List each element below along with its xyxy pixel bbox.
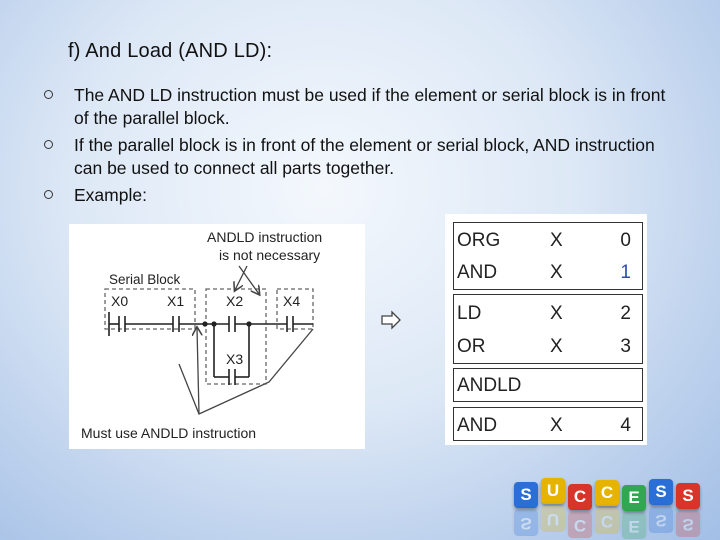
bullet-text: If the parallel block is in front of the… <box>74 135 655 178</box>
instruction-group-box <box>453 294 643 364</box>
instruction-op: AND <box>457 415 498 436</box>
logo-letter-tile: C <box>595 480 619 506</box>
logo-letter-reflection: S <box>649 507 673 533</box>
ladder-diagram: ANDLD instruction is not necessary Seria… <box>69 224 365 449</box>
instruction-op: OR <box>457 336 486 357</box>
instruction-list: ORG X 0 AND X 1 LD X 2 OR X 3 ANDLD AND … <box>445 214 647 445</box>
logo-letter-tile: S <box>649 479 673 505</box>
instruction-device: X <box>550 415 563 436</box>
bullet-item: Example: <box>44 184 684 207</box>
instruction-group-box <box>453 222 643 290</box>
logo-letter-tile: S <box>514 482 538 508</box>
instruction-number: 2 <box>620 303 631 324</box>
instruction-device: X <box>550 262 563 283</box>
logo-letter-reflection: C <box>595 508 619 534</box>
instruction-number: 1 <box>620 262 631 283</box>
bullet-text: The AND LD instruction must be used if t… <box>74 85 666 128</box>
slide-title: f) And Load (AND LD): <box>68 40 273 62</box>
serial-block-box <box>104 288 196 330</box>
circle-bullet-icon <box>44 90 53 99</box>
logo-letter-tile: E <box>622 485 646 511</box>
logo-letter-reflection: C <box>568 512 592 538</box>
ladder-diagram-svg: ANDLD instruction is not necessary Seria… <box>81 229 322 441</box>
contact-label-x1: X1 <box>167 293 184 309</box>
contact-label-x2: X2 <box>226 293 243 309</box>
note-top-line2: is not necessary <box>219 247 320 263</box>
logo-letter-reflection: E <box>622 513 646 539</box>
bullet-item: The AND LD instruction must be used if t… <box>44 84 684 130</box>
circle-bullet-icon <box>44 140 53 149</box>
logo-letter-reflection: S <box>514 510 538 536</box>
hollow-right-arrow-icon <box>380 309 402 331</box>
x4-block-box <box>276 288 314 330</box>
circle-bullet-icon <box>44 190 53 199</box>
bullet-text: Example: <box>74 185 147 205</box>
instruction-number: 0 <box>620 230 631 251</box>
contact-label-x4: X4 <box>283 293 300 309</box>
instruction-number: 4 <box>620 415 631 436</box>
contact-label-x3: X3 <box>226 351 243 367</box>
logo-letter-reflection: U <box>541 506 565 532</box>
note-top-line1: ANDLD instruction <box>207 229 322 245</box>
logo-letter-tile: C <box>568 484 592 510</box>
instruction-group-box <box>453 407 643 441</box>
instruction-device: X <box>550 336 563 357</box>
note-bottom: Must use ANDLD instruction <box>81 425 256 441</box>
instruction-op: AND <box>457 262 498 283</box>
bullet-item: If the parallel block is in front of the… <box>44 134 684 180</box>
logo-letter-tile: U <box>541 478 565 504</box>
logo-letter-tile: S <box>676 483 700 509</box>
instruction-device: X <box>550 303 563 324</box>
instruction-op: ORG <box>457 230 501 251</box>
instruction-number: 3 <box>620 336 631 357</box>
contact-label-x0: X0 <box>111 293 128 309</box>
instruction-group-box <box>453 368 643 402</box>
instruction-op: ANDLD <box>457 375 522 396</box>
bullet-list: The AND LD instruction must be used if t… <box>44 84 684 211</box>
instruction-device: X <box>550 230 563 251</box>
instruction-op: LD <box>457 303 482 324</box>
serial-block-label: Serial Block <box>109 272 181 287</box>
ladder-rungs <box>108 312 313 385</box>
logo-letter-reflection: S <box>676 511 700 537</box>
